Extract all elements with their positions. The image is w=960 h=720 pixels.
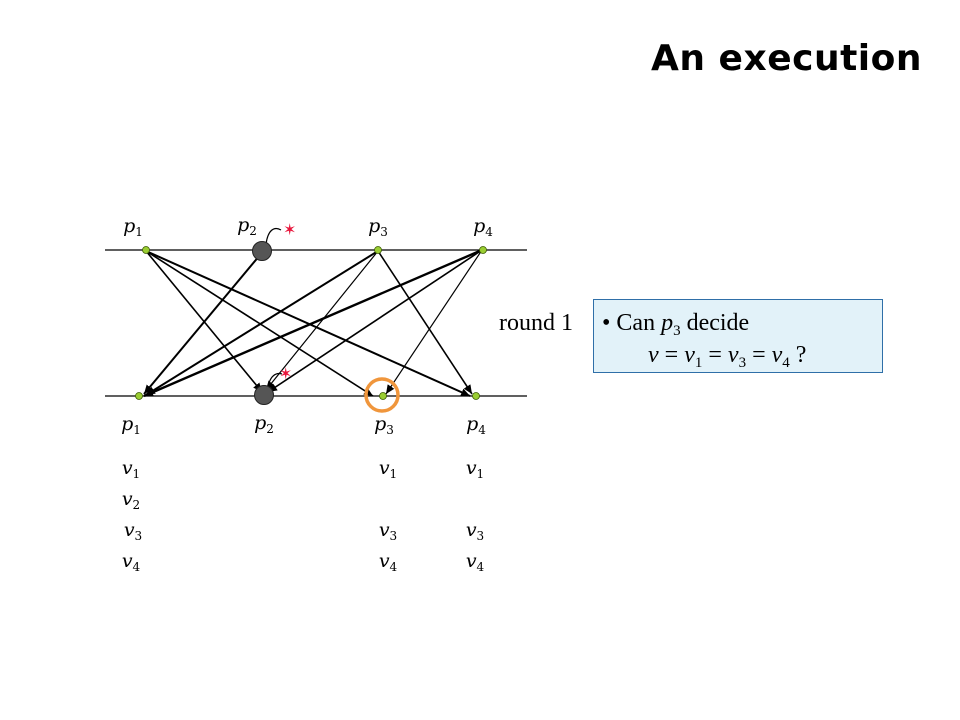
- value-p1-row4: v4: [121, 550, 141, 574]
- label-bottom-p4: p4: [466, 413, 486, 437]
- value-p4-row3: v3: [465, 519, 485, 543]
- value-p1-row1: v1: [121, 457, 141, 481]
- callout-proc-sub: 3: [673, 323, 681, 339]
- page-title: An execution: [651, 38, 922, 79]
- eq-v3-sub: 3: [738, 355, 747, 371]
- callout-text-decide: decide: [686, 310, 750, 336]
- bullet: •: [602, 310, 611, 336]
- value-p1-row3: v3: [123, 519, 143, 543]
- node-top-p2-crashed: [252, 241, 272, 261]
- value-p4-row4: v4: [465, 550, 485, 574]
- msg-p4-to-p2: [267, 249, 483, 393]
- crash-mark-bottom: ✶: [279, 364, 292, 383]
- label-bottom-p2: p2: [254, 412, 274, 436]
- eq-question: ?: [795, 342, 807, 368]
- eq-v4-sub: 4: [782, 355, 790, 371]
- value-p3-row3: v3: [378, 519, 398, 543]
- node-bottom-p3: [379, 392, 387, 400]
- msg-p1-to-p4: [145, 250, 471, 397]
- node-top-p4: [479, 246, 487, 254]
- eq-op-2: =: [708, 342, 722, 368]
- crash-curl-top: [265, 227, 282, 245]
- eq-v3: v: [727, 342, 739, 368]
- value-p1-row2: v2: [121, 488, 141, 512]
- node-bottom-p1: [135, 392, 143, 400]
- round-label: round 1: [499, 310, 573, 336]
- msg-p2-to-p1: [143, 254, 261, 395]
- highlight-ring-p3: [364, 377, 400, 413]
- node-bottom-p4: [472, 392, 480, 400]
- crash-mark-top: ✶: [283, 220, 296, 239]
- msg-p3-to-p2: [265, 250, 379, 391]
- value-p4-row1: v1: [465, 457, 485, 481]
- label-top-p1: p1: [123, 215, 143, 239]
- label-bottom-p1: p1: [121, 413, 141, 437]
- node-bottom-p2-crashed: [254, 385, 274, 405]
- label-top-p4: p4: [473, 215, 493, 239]
- eq-v4: v: [771, 342, 783, 368]
- eq-op-1: =: [664, 342, 679, 368]
- callout-line-1: • Can p3 decide: [602, 310, 749, 340]
- label-bottom-p3: p3: [374, 413, 394, 437]
- value-p3-row1: v1: [378, 457, 398, 481]
- node-top-p3: [374, 246, 382, 254]
- callout-line-2: v = v1 = v3 = v4 ?: [648, 342, 806, 372]
- msg-p3-to-p1: [145, 250, 379, 396]
- msg-p4-to-p1: [143, 248, 483, 398]
- eq-v: v: [648, 342, 659, 368]
- eq-v1: v: [684, 342, 695, 368]
- callout-text-can: Can: [616, 310, 656, 336]
- label-top-p2: p2: [237, 214, 257, 238]
- msg-p4-to-p3: [385, 249, 483, 395]
- value-p3-row4: v4: [378, 550, 398, 574]
- msg-p3-to-p4: [377, 250, 473, 395]
- node-top-p1: [142, 246, 150, 254]
- label-top-p3: p3: [368, 215, 388, 239]
- eq-v1-sub: 1: [694, 355, 703, 371]
- eq-op-3: =: [752, 342, 766, 368]
- callout-proc: p: [661, 310, 674, 336]
- callout-box: • Can p3 decide v = v1 = v3 = v4 ?: [593, 299, 883, 373]
- crash-curl-bottom: [267, 372, 283, 388]
